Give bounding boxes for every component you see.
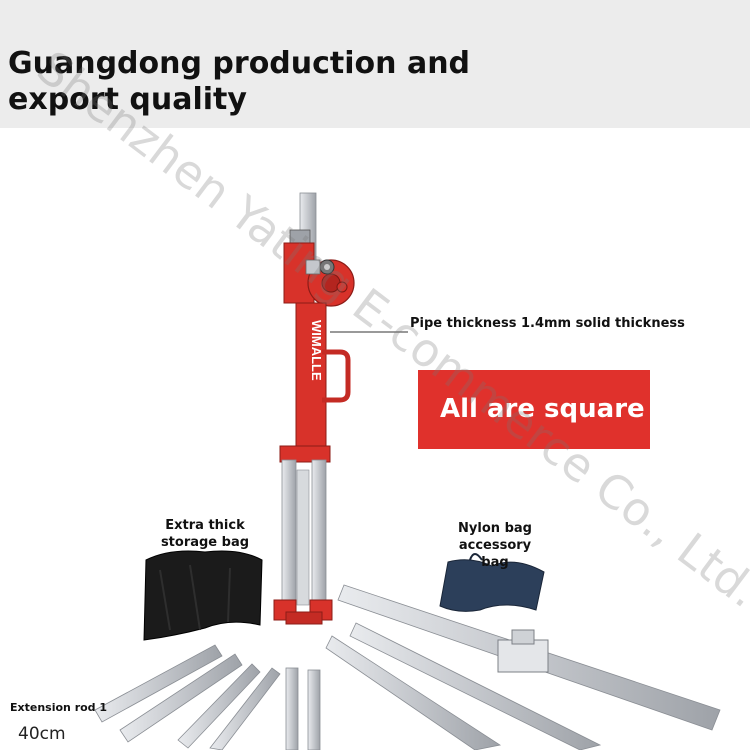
nylon-bag-label: Nylon bag accessory bag [420, 520, 570, 571]
main-column [295, 302, 327, 454]
square-tubes-banner: All are square tubes [418, 370, 736, 449]
rod-length-label: 40cm [18, 724, 66, 744]
storage-bag-line-1: Extra thick [165, 518, 245, 533]
page-title: Guangdong production and export quality [8, 46, 470, 118]
rail-clamp [497, 629, 549, 673]
title-line-1: Guangdong production and [8, 46, 471, 81]
storage-bag-label: Extra thick storage bag [150, 517, 260, 551]
lower-legs [281, 459, 327, 606]
brand-logo: WIMALLE [309, 320, 324, 381]
base-feet [273, 599, 333, 625]
nylon-bag-line-1: Nylon bag accessory [458, 521, 532, 553]
square-tubes-text: All are square tubes [440, 394, 737, 424]
column-bracket [279, 445, 331, 463]
pipe-thickness-label: Pipe thickness 1.4mm solid thickness [410, 316, 685, 331]
storage-bag-line-2: storage bag [160, 535, 250, 550]
nylon-bag-image [439, 559, 545, 612]
title-line-2: export quality [8, 82, 247, 117]
storage-bag-image [143, 550, 263, 641]
winch-assembly [283, 229, 355, 307]
extension-rods [94, 644, 321, 750]
extension-rod-label: Extension rod 1 [10, 701, 108, 714]
header-band: Guangdong production and export quality [0, 0, 750, 128]
nylon-bag-line-2: bag [481, 555, 509, 570]
handle [322, 349, 351, 403]
